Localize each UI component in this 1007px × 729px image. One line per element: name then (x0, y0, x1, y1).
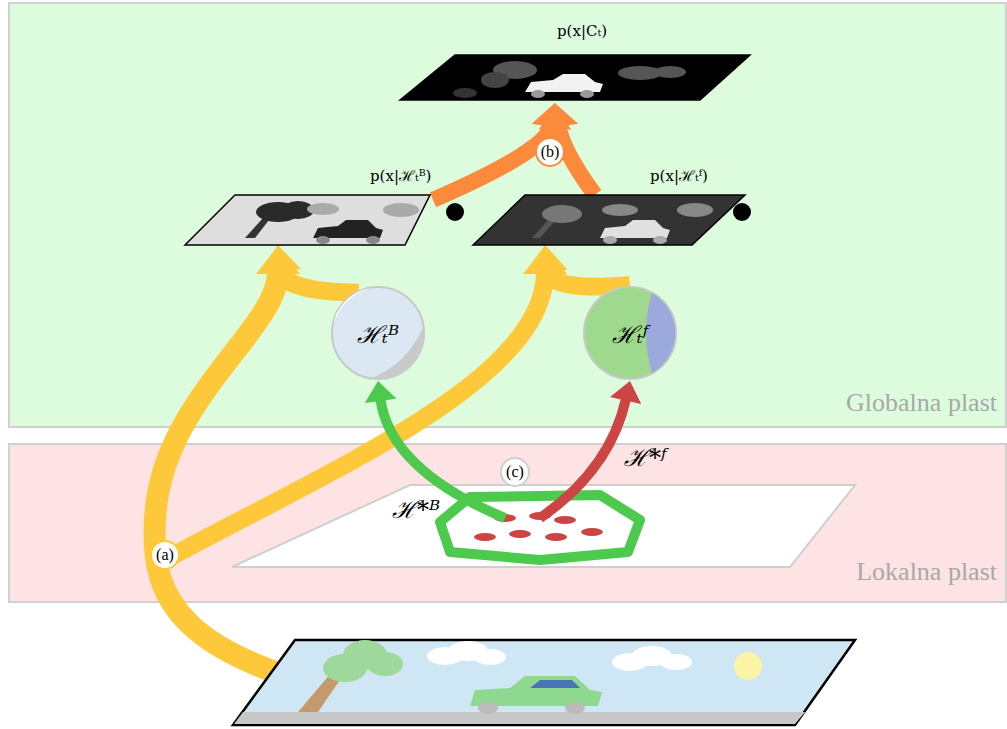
label-anchor: (c) (500, 457, 530, 487)
layer-title: Globalna plast (846, 388, 997, 418)
arrow-shaft (433, 125, 552, 200)
ground (234, 712, 805, 724)
arrow-head (539, 103, 579, 130)
sun (734, 652, 762, 680)
car-wheel (565, 702, 585, 714)
flow-arrow (526, 245, 630, 287)
label-anchor: (a) (150, 540, 180, 570)
map-label: p(x|ℋₜᶠ) (650, 165, 708, 185)
flow-arrow (259, 245, 359, 293)
scene-frame (233, 640, 855, 725)
car-wheel (478, 702, 498, 714)
map-label: p(x|ℋₜᴮ) (370, 165, 431, 185)
label-anchor: ℋ*ᶠ (622, 440, 669, 473)
local-plane (232, 485, 855, 567)
hypothesis-symbol: ℋₜᴮ (357, 317, 399, 350)
arrow-head (526, 245, 568, 272)
arrow-shaft (547, 269, 630, 287)
input-flow (155, 272, 380, 700)
label-anchor: (b) (535, 137, 565, 167)
arrow-head (259, 245, 301, 273)
arrow-shaft (540, 399, 626, 518)
edge-label: ℋ*ᶠ (622, 440, 669, 473)
map-label: p(x|Cₜ) (557, 22, 607, 40)
layer-title: Lokalna plast (856, 557, 997, 587)
hypothesis-circle: ℋₜᶠ (582, 285, 678, 381)
car-body (470, 676, 602, 706)
callout-number: (a) (150, 540, 180, 570)
layer-plane (470, 160, 750, 245)
cloud (427, 641, 692, 671)
arrow-shaft (280, 269, 359, 293)
callout-number: (b) (535, 137, 565, 167)
hypothesis-circle: ℋₜᴮ (330, 285, 426, 381)
arrow-head (610, 381, 641, 404)
arrow-head (523, 246, 567, 274)
arrow-shaft (558, 125, 595, 195)
edge-label: ℋ*ᴮ (390, 492, 442, 525)
hypothesis-symbol: ℋₜᶠ (612, 317, 649, 350)
likelihood-map: p(x|ℋₜᶠ) (470, 160, 750, 245)
probability-map: p(x|Cₜ) (395, 18, 755, 103)
input-flow (165, 272, 545, 560)
label-anchor: ℋ*ᴮ (390, 492, 442, 525)
car-window (530, 680, 580, 688)
likelihood-map: p(x|ℋₜᴮ) (183, 160, 458, 245)
tree-crown (323, 640, 403, 682)
callout-number: (c) (500, 457, 530, 487)
arrow-head (365, 381, 397, 403)
